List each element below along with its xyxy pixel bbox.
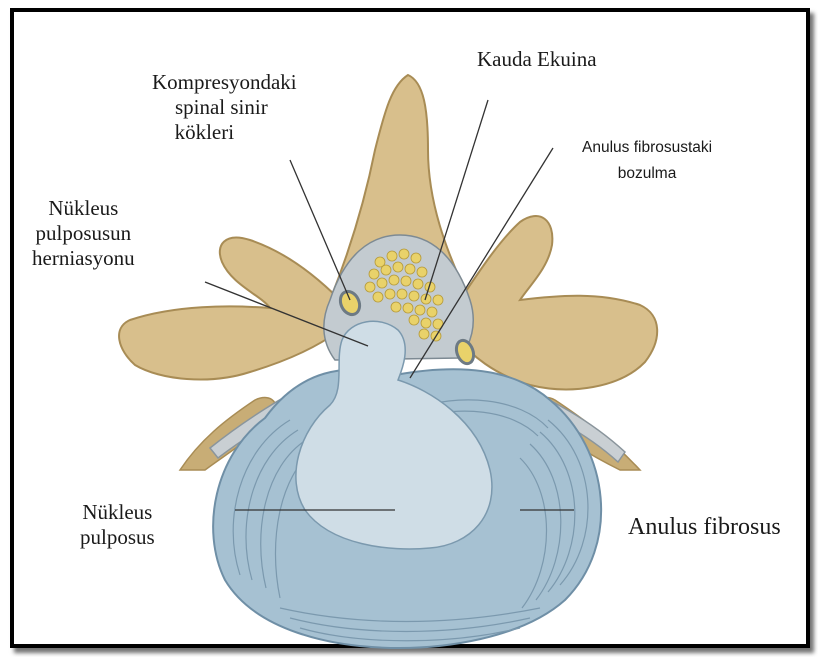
annulus-tear-label: Anulus fibrosustaki bozulma — [582, 135, 712, 187]
annulus-tear-line-1: Anulus fibrosustaki — [582, 135, 712, 161]
herniation-label: Nükleus pulposusun herniasyonu — [32, 196, 135, 271]
compressed-roots-line-3: kökleri — [112, 120, 297, 145]
herniation-line-2: pulposusun — [32, 221, 135, 246]
nucleus-label: Nükleus pulposus — [80, 500, 155, 550]
nucleus-line-1: Nükleus — [80, 500, 155, 525]
nucleus-line-2: pulposus — [80, 525, 155, 550]
compressed-roots-label: Kompresyondaki spinal sinir kökleri — [152, 70, 297, 145]
cauda-equina-label: Kauda Ekuina — [477, 47, 597, 72]
herniation-line-1: Nükleus — [32, 196, 135, 221]
compressed-roots-line-1: Kompresyondaki — [152, 70, 297, 95]
annulus-label: Anulus fibrosus — [628, 515, 781, 540]
herniation-line-3: herniasyonu — [32, 246, 135, 271]
right-lamina — [455, 216, 657, 389]
annulus-tear-line-2: bozulma — [582, 161, 712, 187]
compressed-roots-line-2: spinal sinir — [146, 95, 297, 120]
left-lamina — [119, 238, 340, 380]
